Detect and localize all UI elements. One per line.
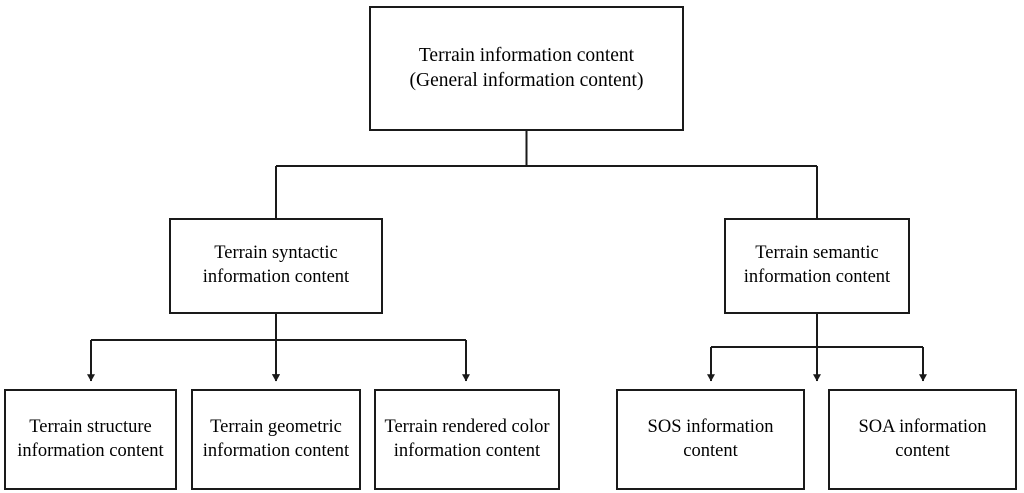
node-terrain-semantic-information-content: Terrain semantic information content xyxy=(724,218,910,314)
node-label-syntactic: Terrain syntactic information content xyxy=(202,243,350,287)
node-label-soa: SOA information content xyxy=(858,416,987,461)
node-terrain-syntactic-information-content: Terrain syntactic information content xyxy=(169,218,383,314)
node-label-geometric: Terrain geometric information content xyxy=(202,416,350,461)
node-label-structure: Terrain structure information content xyxy=(17,416,164,461)
node-soa-information-content: SOA information content xyxy=(828,389,1017,490)
node-label-semantic: Terrain semantic information content xyxy=(743,243,891,287)
node-label-root: Terrain information content (General inf… xyxy=(409,44,644,91)
node-terrain-structure-information-content: Terrain structure information content xyxy=(4,389,177,490)
node-sos-information-content: SOS information content xyxy=(616,389,805,490)
node-terrain-rendered-color-information-content: Terrain rendered color information conte… xyxy=(374,389,560,490)
node-label-rendered: Terrain rendered color information conte… xyxy=(384,416,550,461)
node-terrain-information-content: Terrain information content (General inf… xyxy=(369,6,684,131)
node-terrain-geometric-information-content: Terrain geometric information content xyxy=(191,389,361,490)
node-label-sos: SOS information content xyxy=(647,416,774,461)
